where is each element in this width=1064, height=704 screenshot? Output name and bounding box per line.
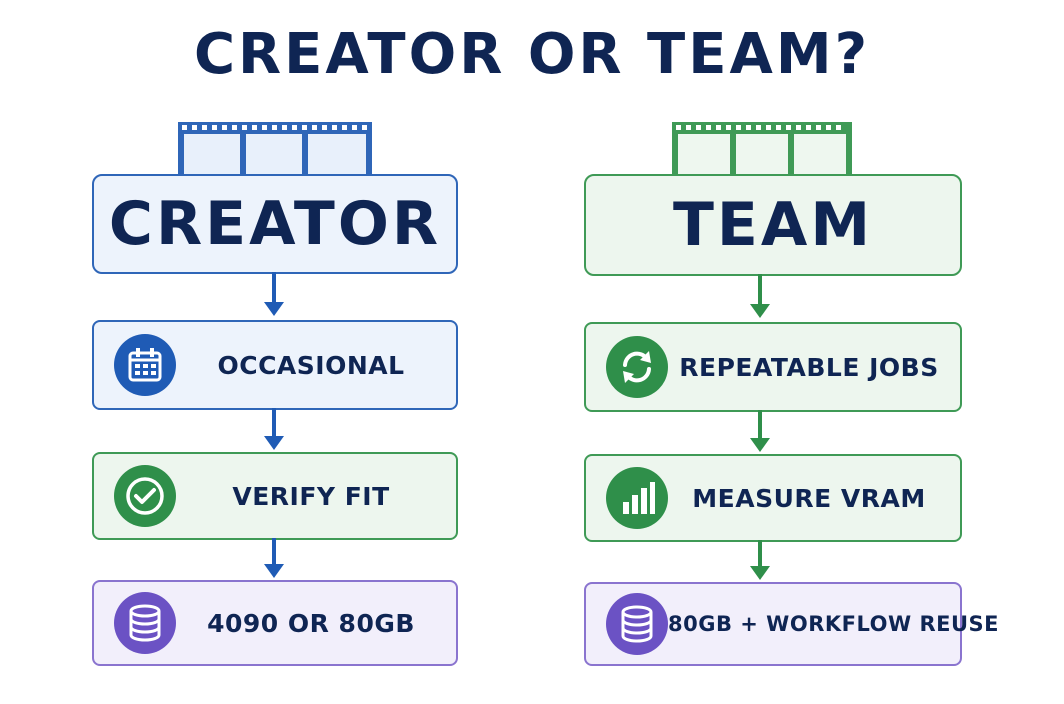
database-icon: [114, 592, 176, 654]
step-occasional: OCCASIONAL: [92, 320, 458, 410]
refresh-icon: [606, 336, 668, 398]
creator-heading: CREATOR: [108, 189, 442, 259]
step-verify-fit: VERIFY FIT: [92, 452, 458, 540]
creator-heading-box: CREATOR: [92, 174, 458, 274]
step-80gb-workflow-reuse: 80GB + WORKFLOW REUSE: [584, 582, 999, 666]
step-label: 80GB + WORKFLOW REUSE: [668, 612, 999, 636]
step-measure-vram: MEASURE VRAM: [584, 454, 962, 542]
step-label: REPEATABLE JOBS: [679, 352, 939, 382]
arrow-down-icon: [750, 540, 770, 580]
team-heading-box: TEAM: [584, 174, 962, 276]
check-circle-icon: [114, 465, 176, 527]
step-label: MEASURE VRAM: [692, 483, 926, 513]
arrow-down-icon: [264, 408, 284, 450]
arrow-down-icon: [750, 274, 770, 318]
team-heading: TEAM: [672, 190, 874, 260]
arrow-down-icon: [264, 272, 284, 316]
calendar-icon: [114, 334, 176, 396]
step-label: 4090 OR 80GB: [207, 608, 415, 638]
page-title: CREATOR OR TEAM?: [193, 22, 871, 87]
step-4090-or-80gb: 4090 OR 80GB: [92, 580, 458, 666]
step-label: VERIFY FIT: [232, 481, 390, 511]
database-icon: [606, 593, 668, 655]
arrow-down-icon: [264, 538, 284, 578]
step-repeatable-jobs: REPEATABLE JOBS: [584, 322, 962, 412]
step-label: OCCASIONAL: [217, 350, 405, 380]
bar-chart-icon: [606, 467, 668, 529]
arrow-down-icon: [750, 410, 770, 452]
